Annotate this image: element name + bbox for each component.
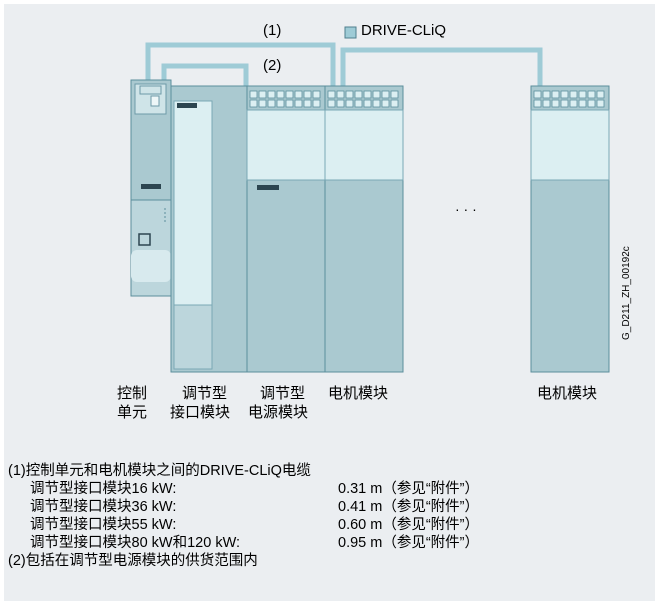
connector-slot bbox=[363, 99, 372, 108]
connector-slot bbox=[258, 99, 267, 108]
connector-slot bbox=[587, 90, 596, 99]
connector-slot bbox=[381, 99, 390, 108]
power-module-label-2: 电源模块 bbox=[248, 404, 309, 421]
connector-slot bbox=[327, 90, 336, 99]
connector-slot bbox=[363, 90, 372, 99]
connector-slot bbox=[312, 90, 321, 99]
drive-cliq-cable-3 bbox=[340, 47, 543, 86]
connector-slot bbox=[267, 90, 276, 99]
note-row-3-key: 调节型接口模块55 kW: bbox=[30, 517, 177, 533]
continuation-dots: · · · bbox=[455, 201, 477, 217]
connector-slot bbox=[336, 99, 345, 108]
connector-slots bbox=[249, 90, 605, 108]
connector-slot bbox=[542, 90, 551, 99]
connector-slot bbox=[578, 90, 587, 99]
connector-slot bbox=[390, 99, 399, 108]
connector-slot bbox=[294, 99, 303, 108]
connector-slot bbox=[381, 90, 390, 99]
legend-swatch bbox=[344, 26, 357, 39]
connector-slot bbox=[354, 99, 363, 108]
note-row-1-value: 0.31 m（参见“附件”） bbox=[338, 481, 479, 497]
motor-module-b-label: 电机模块 bbox=[537, 385, 598, 402]
connector-slot bbox=[276, 90, 285, 99]
connector-slot bbox=[569, 99, 578, 108]
connector-slot bbox=[551, 90, 560, 99]
connector-slot bbox=[533, 90, 542, 99]
connector-slot bbox=[285, 90, 294, 99]
control-unit bbox=[130, 79, 172, 297]
motor-module-b bbox=[530, 85, 610, 373]
connector-slot bbox=[276, 99, 285, 108]
connector-slot bbox=[578, 99, 587, 108]
connector-slot bbox=[294, 90, 303, 99]
interface-module-label-1: 调节型 bbox=[182, 385, 228, 402]
connector-slot bbox=[336, 90, 345, 99]
note-2: (2)包括在调节型电源模块的供货范围内 bbox=[8, 553, 258, 569]
cable-1-label: (1) bbox=[263, 22, 282, 39]
connector-slot bbox=[542, 99, 551, 108]
cable-2-label: (2) bbox=[263, 57, 282, 74]
drive-cliq-cable-1 bbox=[145, 42, 336, 86]
figure-code: G_D211_ZH_00192c bbox=[621, 246, 632, 340]
connector-slot bbox=[285, 99, 294, 108]
legend-label: DRIVE-CLiQ bbox=[361, 22, 447, 39]
interface-module-label-2: 接口模块 bbox=[170, 404, 231, 421]
connector-slot bbox=[312, 99, 321, 108]
note-row-3-value: 0.60 m（参见“附件”） bbox=[338, 517, 479, 533]
connector-slot bbox=[327, 99, 336, 108]
connector-slot bbox=[569, 90, 578, 99]
note-row-4-key: 调节型接口模块80 kW和120 kW: bbox=[30, 535, 241, 551]
connector-slot bbox=[560, 99, 569, 108]
power-module-label-1: 调节型 bbox=[260, 385, 306, 402]
motor-module-a-label: 电机模块 bbox=[328, 385, 389, 402]
connector-slot bbox=[258, 90, 267, 99]
connector-slot bbox=[345, 99, 354, 108]
connector-slot bbox=[267, 99, 276, 108]
note-row-2-value: 0.41 m（参见“附件”） bbox=[338, 499, 479, 515]
note-row-4-value: 0.95 m（参见“附件”） bbox=[338, 535, 479, 551]
note-row-1-key: 调节型接口模块16 kW: bbox=[30, 481, 177, 497]
control-unit-label-2: 单元 bbox=[117, 404, 148, 421]
connector-slot bbox=[560, 90, 569, 99]
connector-slot bbox=[372, 90, 381, 99]
connector-slot bbox=[249, 90, 258, 99]
connector-slot bbox=[596, 90, 605, 99]
connector-slot bbox=[372, 99, 381, 108]
connector-slot bbox=[551, 99, 560, 108]
note-1: (1)控制单元和电机模块之间的DRIVE-CLiQ电缆 bbox=[8, 463, 311, 479]
interface-module bbox=[170, 85, 248, 373]
connector-slot bbox=[303, 99, 312, 108]
drive-cliq-cable-2 bbox=[161, 63, 249, 86]
connector-slot bbox=[345, 90, 354, 99]
connector-slot bbox=[390, 90, 399, 99]
power-module bbox=[246, 85, 326, 373]
motor-module-a bbox=[324, 85, 404, 373]
connector-slot bbox=[587, 99, 596, 108]
connector-slot bbox=[303, 90, 312, 99]
connector-slot bbox=[533, 99, 542, 108]
connector-slot bbox=[249, 99, 258, 108]
control-unit-label-1: 控制 bbox=[117, 385, 148, 402]
note-row-2-key: 调节型接口模块36 kW: bbox=[30, 499, 177, 515]
connector-slot bbox=[596, 99, 605, 108]
connector-slot bbox=[354, 90, 363, 99]
